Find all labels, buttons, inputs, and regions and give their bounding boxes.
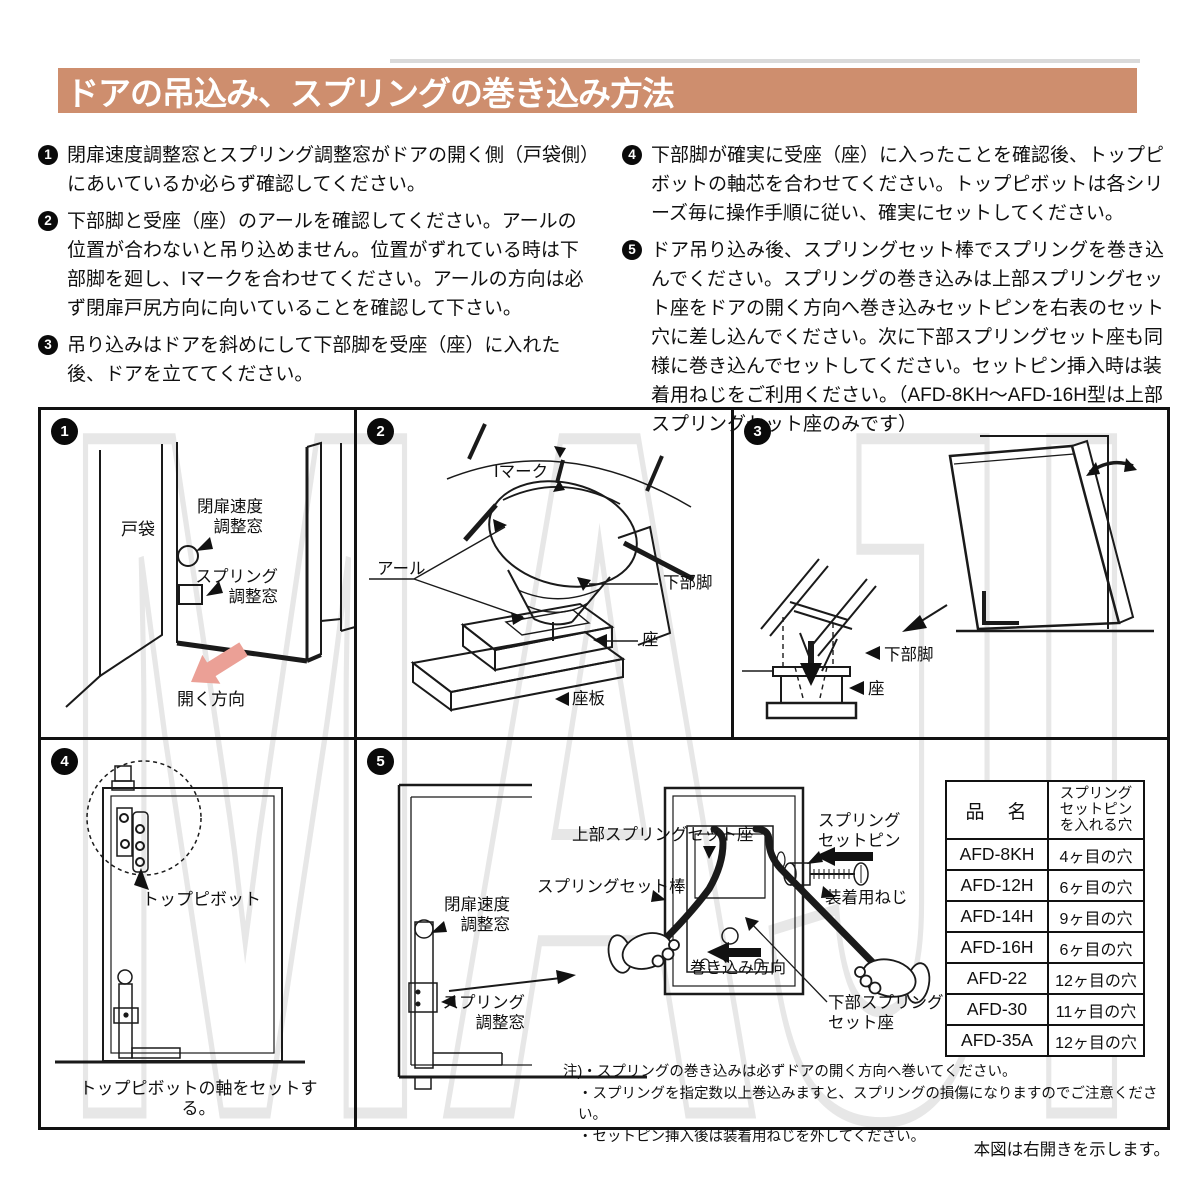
panel-number-badge: 5: [367, 748, 394, 775]
panel-number-badge: 4: [51, 748, 78, 775]
step-number-badge: 2: [38, 211, 58, 231]
diagram-grid: 1 戸袋 閉扉速度 調整窓 スプリング 調整窓 開く方向 2: [38, 407, 1170, 1145]
lower-foot-label: 下部脚: [884, 646, 934, 664]
open-direction-arrow: [191, 642, 248, 684]
spring-window-label: スプリング 調整窓: [195, 568, 279, 606]
step-number-badge: 1: [38, 145, 58, 165]
seat-plate-label: 座板: [572, 690, 605, 708]
page-top-rule: [390, 59, 1140, 63]
caution-notes: 注)・スプリングの巻き込みは必ずドアの開く方向へ巻いてください。 ・スプリングを…: [563, 1062, 1163, 1148]
step-number-badge: 5: [622, 240, 642, 260]
page-title-bar: ドアの吊込み、スプリングの巻き込み方法: [58, 68, 1137, 113]
seat-label: 座: [642, 631, 659, 649]
hole-value: 11ヶ目の穴: [1047, 993, 1145, 1026]
page-title: ドアの吊込み、スプリングの巻き込み方法: [66, 74, 675, 112]
top-pivot-label: トップピボット: [142, 890, 261, 909]
instruction-item: 2 下部脚と受座（座）のアールを確認してください。アールの位置が合わないと吊り込…: [38, 207, 594, 323]
step-number-badge: 3: [38, 335, 58, 355]
upper-spring-set-rod: [653, 825, 727, 951]
lower-foot-label: 下部脚: [663, 574, 713, 592]
hole-value: 9ヶ目の穴: [1047, 900, 1145, 933]
wind-direction-label: 巻き込み方向: [690, 960, 787, 977]
pin-insert-arrow: [815, 847, 873, 866]
model-name: AFD-12H: [945, 869, 1049, 902]
instruction-text: 下部脚が確実に受座（座）に入ったことを確認後、トップピボットの軸芯を合わせてくだ…: [651, 145, 1165, 224]
instruction-text: ドア吊り込み後、スプリングセット棒でスプリングを巻き込んでください。スプリングの…: [651, 240, 1165, 435]
panel-1-door-pocket: 1 戸袋 閉扉速度 調整窓 スプリング 調整窓 開く方向: [41, 410, 354, 737]
grid-divider-horizontal: [41, 737, 1167, 740]
panel2-drawing: [369, 423, 695, 712]
instruction-item: 4 下部脚が確実に受座（座）に入ったことを確認後、トップピボットの軸芯を合わせて…: [622, 141, 1178, 228]
model-name: AFD-8KH: [945, 838, 1049, 871]
hole-value: 12ヶ目の穴: [1047, 962, 1145, 995]
note-line: 注)・スプリングの巻き込みは必ずドアの開く方向へ巻いてください。: [563, 1064, 1017, 1080]
note-line: ・セットピン挿入後は装着用ねじを外してください。: [578, 1128, 926, 1145]
panel-number-badge: 1: [51, 418, 78, 445]
instruction-text: 下部脚と受座（座）のアールを確認してください。アールの位置が合わないと吊り込めま…: [67, 211, 584, 319]
footer-note: 本図は右開きを示します。: [973, 1141, 1170, 1159]
model-name: AFD-22: [945, 962, 1049, 995]
model-name: AFD-16H: [945, 931, 1049, 964]
model-name: AFD-35A: [945, 1024, 1049, 1057]
panel1-drawing: [65, 441, 354, 708]
upper-spring-seat-label: 上部スプリングセット座: [572, 826, 754, 844]
hole-value: 12ヶ目の穴: [1047, 1024, 1145, 1057]
panel-4-top-pivot: 4 トップピボット トップピボットの軸をセットする。: [41, 740, 354, 1127]
panel-2-lower-foot-seat: 2: [357, 410, 731, 737]
panel-number-badge: 2: [367, 418, 394, 445]
note-line: ・スプリングを指定数以上巻込みますと、スプリングの損傷になりますのでご注意くださ…: [578, 1085, 1158, 1124]
instructions-left-column: 1 閉扉速度調整窓とスプリング調整窓がドアの開く側（戸袋側）にあいているか必らず…: [38, 141, 594, 397]
lower-spring-set-rod: [752, 825, 885, 975]
i-mark-label: Iマーク: [494, 463, 549, 481]
panel-number-badge: 3: [744, 418, 771, 445]
instruction-item: 5 ドア吊り込み後、スプリングセット棒でスプリングを巻き込んでください。スプリン…: [622, 236, 1178, 439]
wind-direction-arrow: [707, 942, 761, 963]
spring-set-pin-label: スプリング セットピン: [818, 812, 901, 850]
instructions-right-column: 4 下部脚が確実に受座（座）に入ったことを確認後、トップピボットの軸芯を合わせて…: [622, 141, 1178, 447]
instruction-text: 閉扉速度調整窓とスプリング調整窓がドアの開く側（戸袋側）にあいているか必らず確認…: [67, 145, 590, 195]
r-label: アール: [377, 560, 426, 578]
spring-set-rod-label: スプリングセット棒: [537, 878, 686, 896]
panel3-drawing: [742, 435, 1154, 720]
lower-spring-seat-label: 下部スプリング セット座: [828, 994, 944, 1032]
open-direction-label: 開く方向: [177, 690, 245, 709]
panel-3-tilt-door: 3: [734, 410, 1167, 737]
hole-value: 4ヶ目の穴: [1047, 838, 1145, 871]
closing-speed-window-label: 閉扉速度 調整窓: [197, 498, 263, 536]
grid-divider-vertical-2: [731, 410, 734, 737]
model-name: AFD-14H: [945, 900, 1049, 933]
instruction-text: 吊り込みはドアを斜めにして下部脚を受座（座）に入れた後、ドアを立ててください。: [67, 335, 561, 385]
grid-divider-vertical-1: [354, 410, 357, 1127]
model-name: AFD-30: [945, 993, 1049, 1026]
hole-value: 6ヶ目の穴: [1047, 869, 1145, 902]
instruction-item: 1 閉扉速度調整窓とスプリング調整窓がドアの開く側（戸袋側）にあいているか必らず…: [38, 141, 594, 199]
mount-screw-label: 装着用ねじ: [825, 889, 908, 907]
table-header-hole: スプリング セットピン を入れる穴: [1047, 780, 1145, 840]
table-header-name: 品 名: [945, 780, 1049, 840]
closing-speed-window-label: 閉扉速度 調整窓: [444, 896, 510, 934]
panel-5-spring-winding: 5: [357, 740, 1167, 1145]
panel5-drawing: [397, 783, 931, 1090]
spring-window-label: スプリング 調整窓: [442, 994, 526, 1032]
hole-value: 6ヶ目の穴: [1047, 931, 1145, 964]
seat-label: 座: [868, 680, 885, 698]
door-pocket-label: 戸袋: [121, 520, 155, 539]
step-number-badge: 4: [622, 145, 642, 165]
panel4-caption: トップピボットの軸をセットする。: [79, 1079, 318, 1119]
instruction-item: 3 吊り込みはドアを斜めにして下部脚を受座（座）に入れた後、ドアを立ててください…: [38, 331, 594, 389]
panel4-drawing: [55, 760, 305, 1064]
right-hand: [854, 958, 931, 1004]
left-hand: [607, 932, 680, 974]
